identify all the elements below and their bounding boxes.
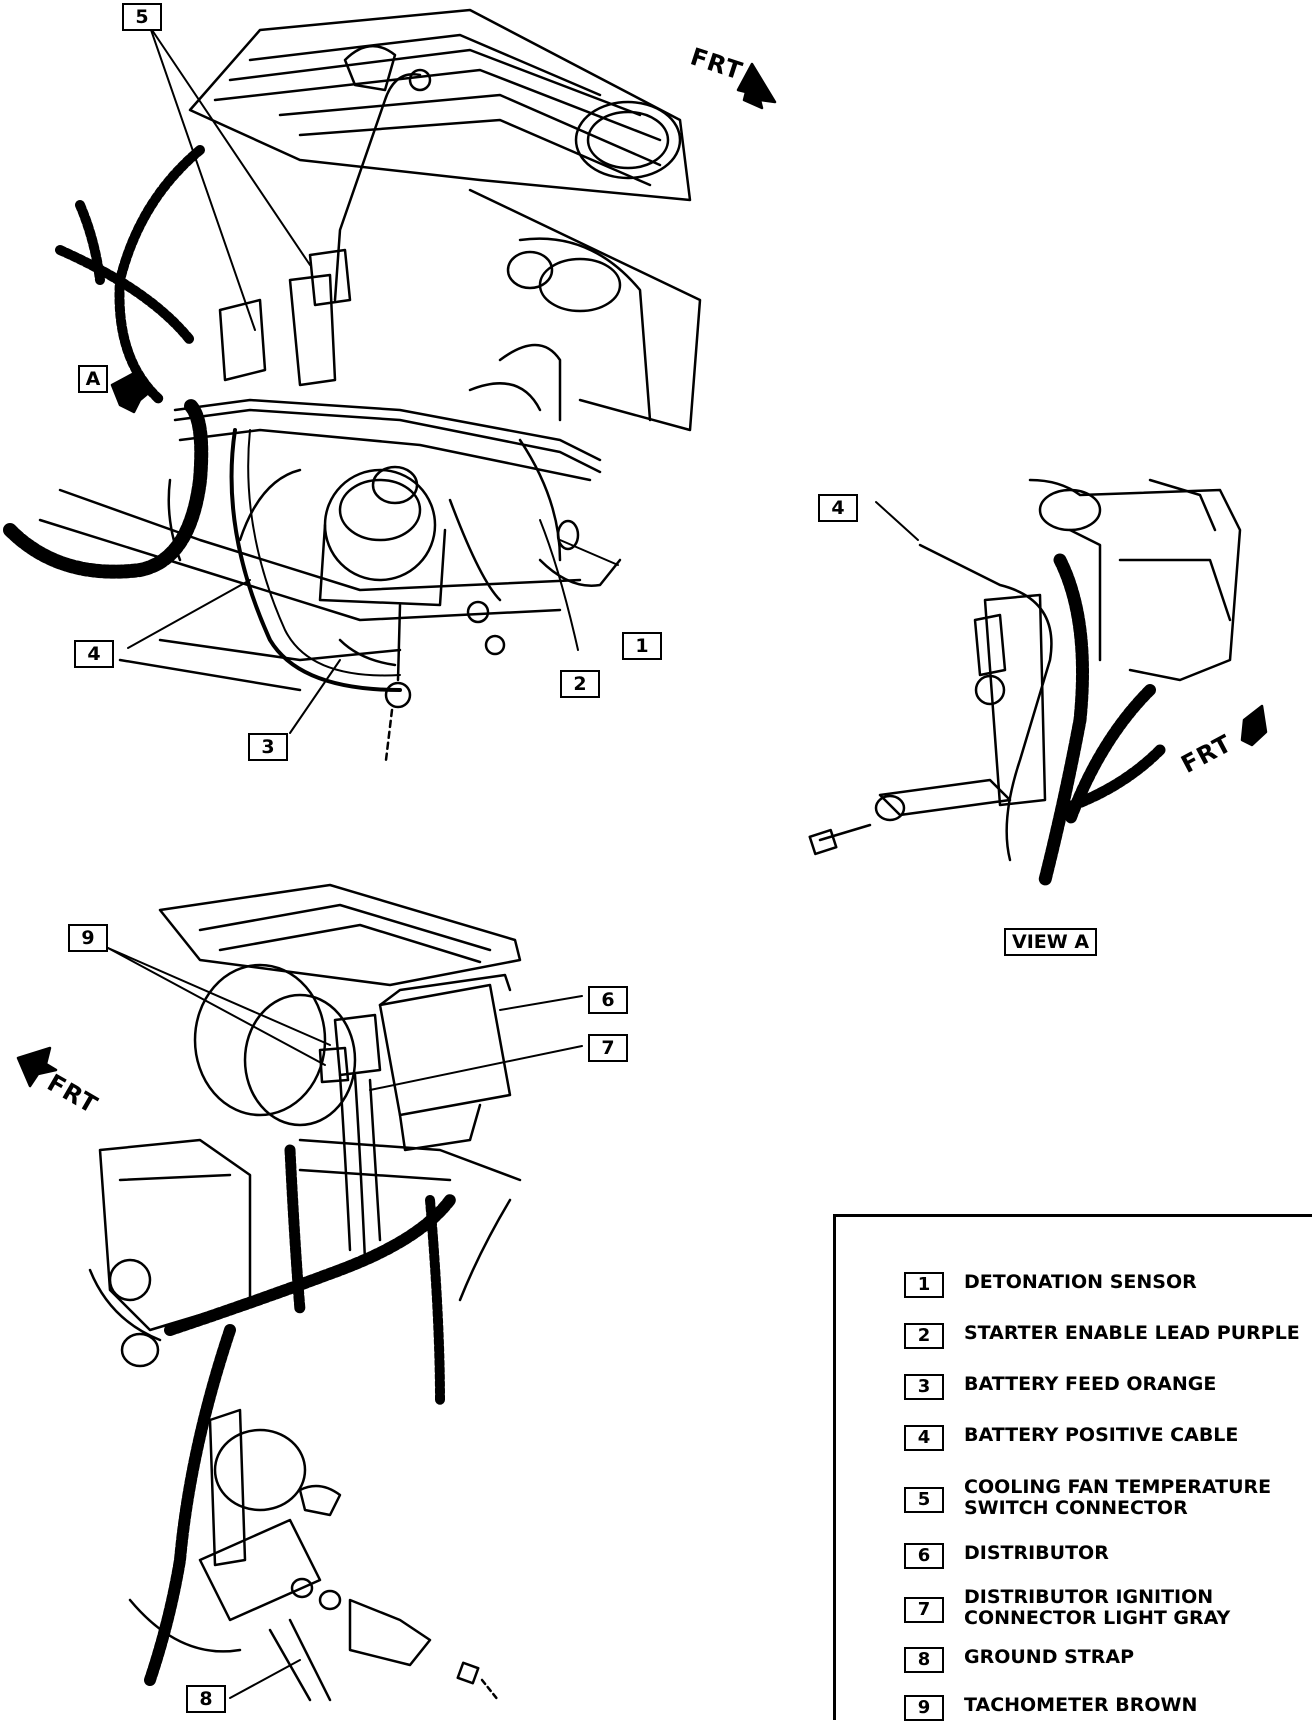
legend-number: 7 (904, 1597, 944, 1623)
callout-4-view-a: 4 (818, 494, 858, 522)
callout-6: 6 (588, 986, 628, 1014)
callout-1: 1 (622, 632, 662, 660)
callout-2: 2 (560, 670, 600, 698)
legend-number: 9 (904, 1695, 944, 1721)
legend-number: 8 (904, 1647, 944, 1673)
legend-text: DETONATION SENSOR (964, 1271, 1197, 1293)
callout-9: 9 (68, 924, 108, 952)
legend-number: 6 (904, 1543, 944, 1569)
view-a-arrow (110, 368, 154, 414)
legend-text: GROUND STRAP (964, 1646, 1134, 1668)
callout-4: 4 (74, 640, 114, 668)
legend-text: BATTERY POSITIVE CABLE (964, 1424, 1239, 1446)
legend-number: 4 (904, 1425, 944, 1451)
legend-number: 1 (904, 1272, 944, 1298)
legend-number: 5 (904, 1487, 944, 1513)
legend-number: 2 (904, 1323, 944, 1349)
callout-8: 8 (186, 1685, 226, 1713)
callout-5: 5 (122, 3, 162, 31)
callout-3: 3 (248, 733, 288, 761)
legend-text: DISTRIBUTOR IGNITION CONNECTOR LIGHT GRA… (964, 1586, 1231, 1629)
frt-arrow-view-a (1240, 704, 1268, 747)
legend-text: TACHOMETER BROWN (964, 1694, 1198, 1716)
view-a-marker: A (78, 365, 108, 393)
legend-number: 3 (904, 1374, 944, 1400)
legend-text: BATTERY FEED ORANGE (964, 1373, 1217, 1395)
frt-arrow-bottom (16, 1046, 58, 1088)
view-a-label: VIEW A (1004, 928, 1098, 956)
top-engine-view (3, 8, 702, 762)
legend-text: DISTRIBUTOR (964, 1542, 1109, 1564)
legend-text: COOLING FAN TEMPERATURE SWITCH CONNECTOR (964, 1476, 1272, 1519)
bottom-engine-view (88, 883, 583, 1702)
legend-text: STARTER ENABLE LEAD PURPLE (964, 1322, 1300, 1344)
legend: 1 DETONATION SENSOR 2 STARTER ENABLE LEA… (833, 1214, 1312, 1721)
frt-arrow-top (736, 62, 777, 110)
view-a-illustration (808, 478, 1242, 887)
callout-7: 7 (588, 1034, 628, 1062)
